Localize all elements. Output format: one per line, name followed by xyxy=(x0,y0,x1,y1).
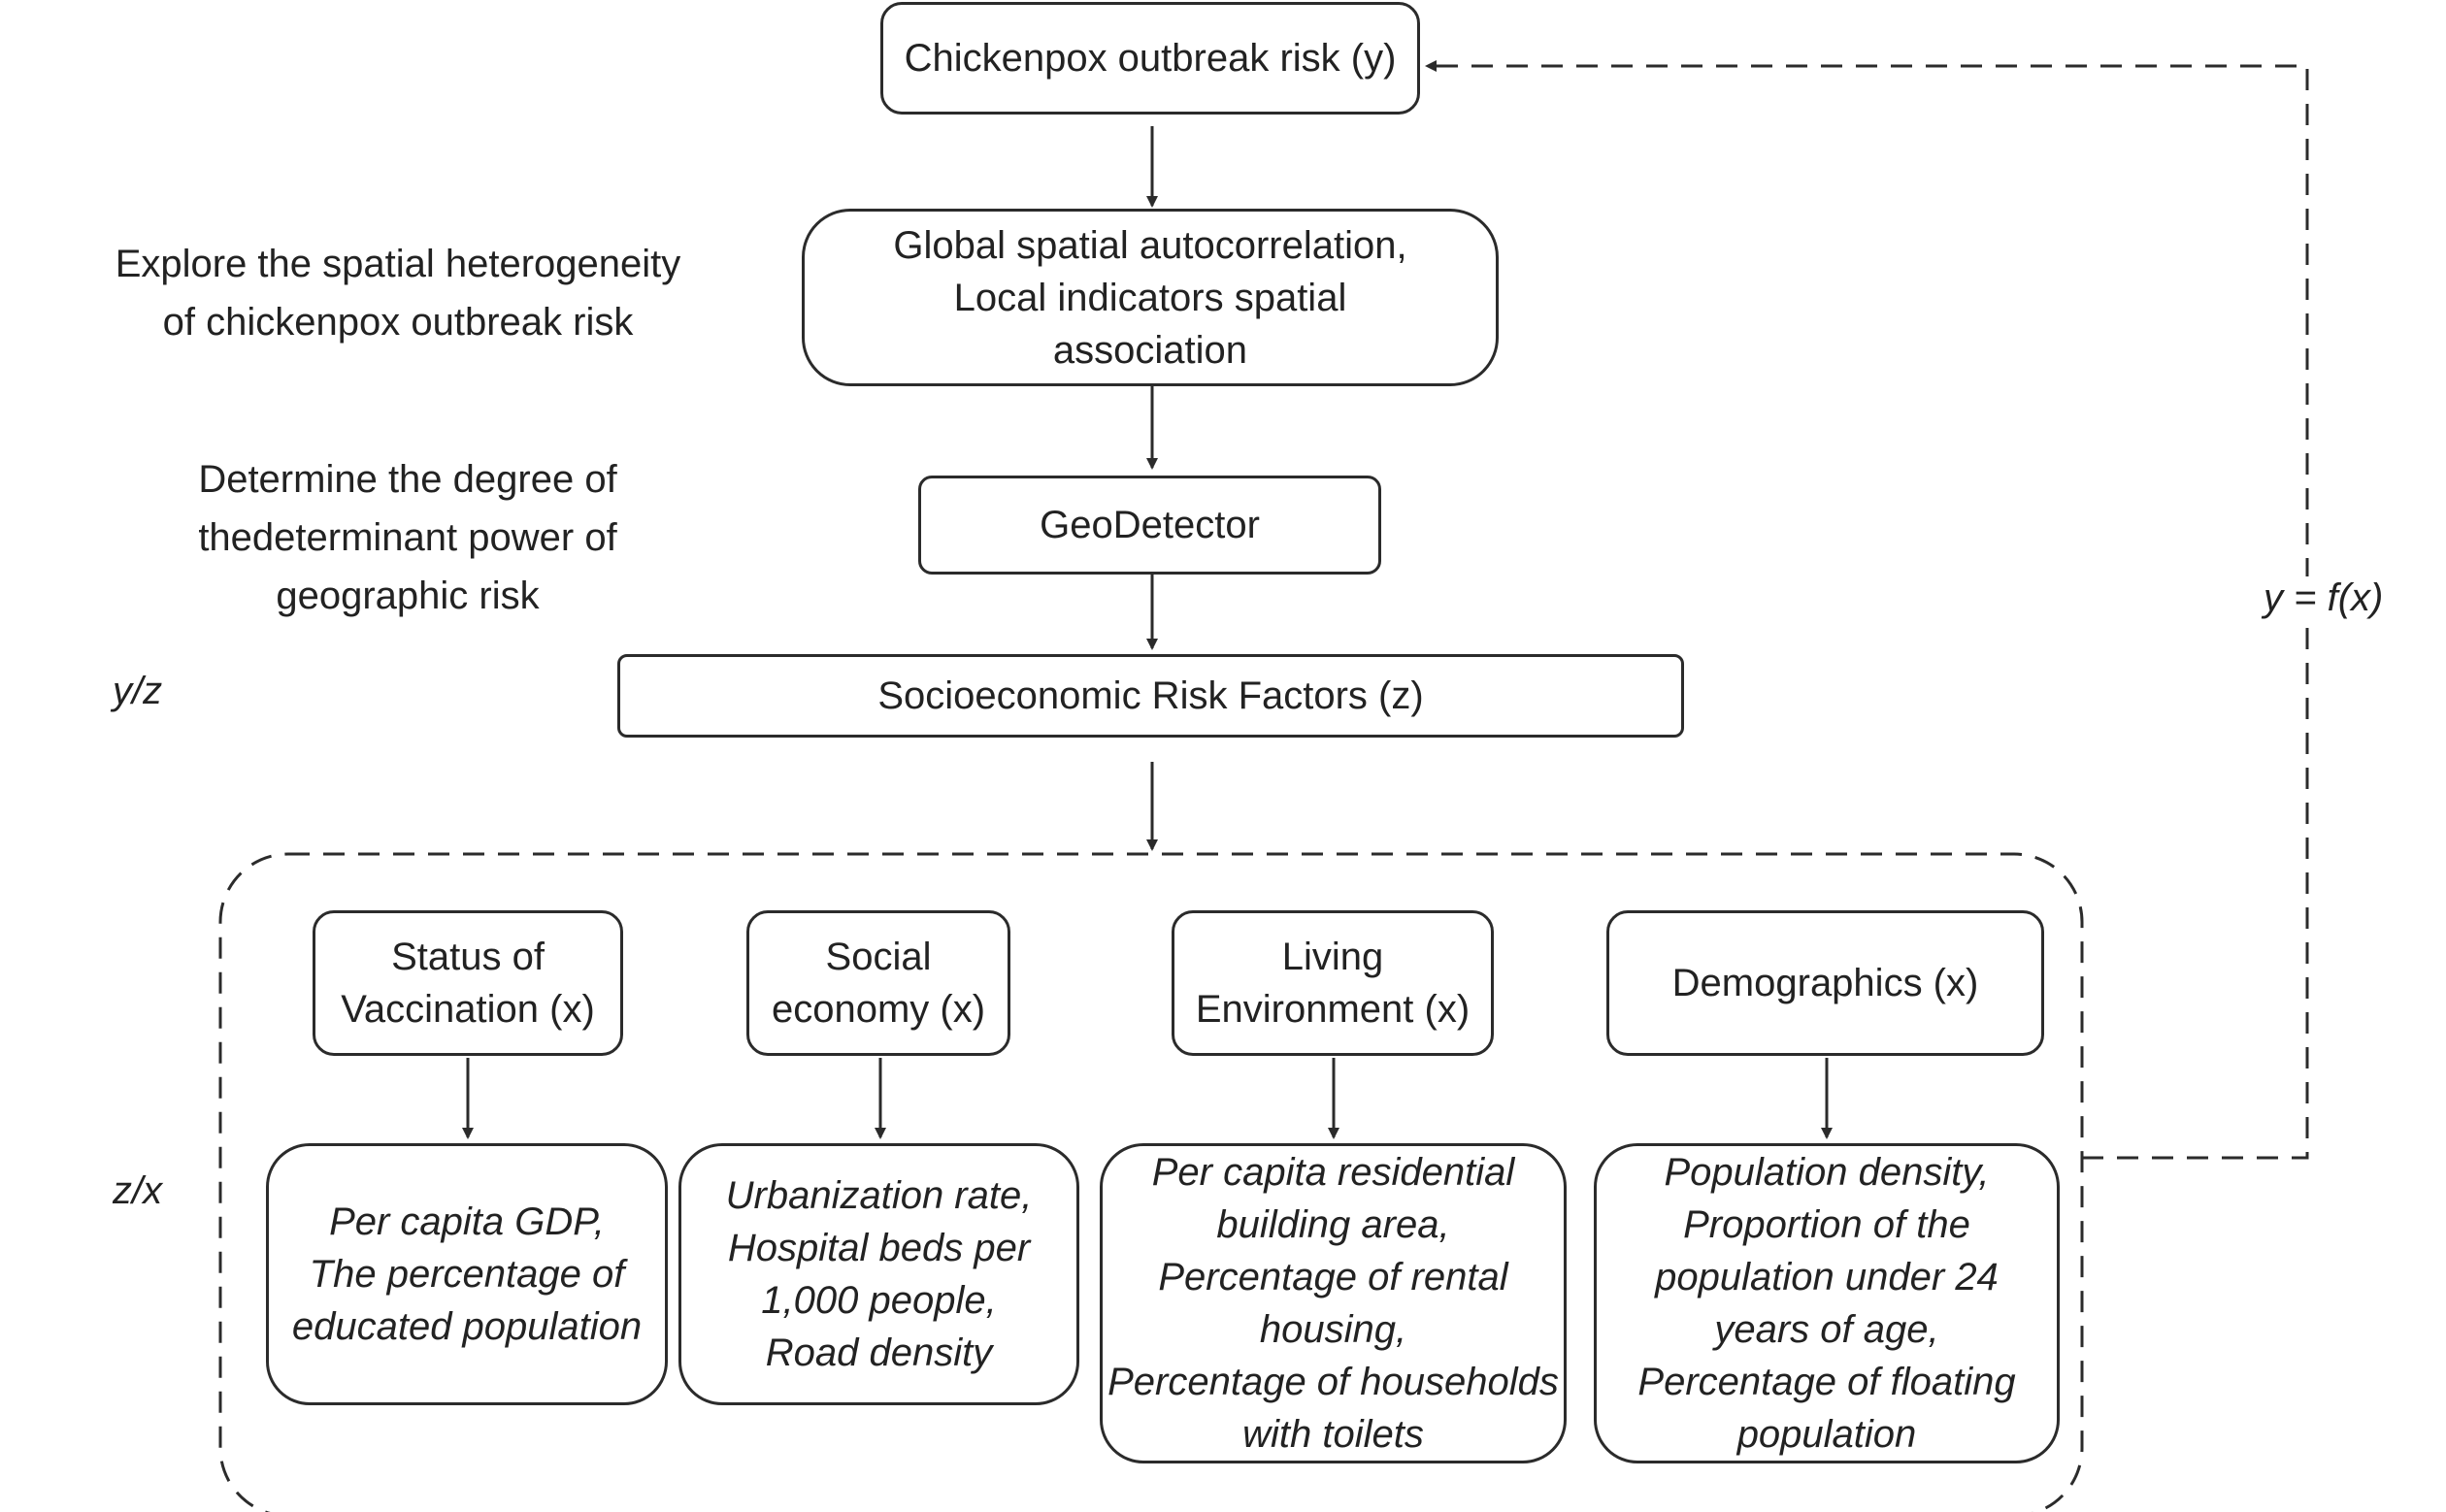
geodetector-node: GeoDetector xyxy=(918,476,1381,575)
outbreak-risk-node: Chickenpox outbreak risk (y) xyxy=(880,2,1420,115)
vaccination-details-node: Per capita GDP, The percentage of educat… xyxy=(266,1143,668,1405)
risk-factors-node: Socioeconomic Risk Factors (z) xyxy=(617,654,1684,738)
explore-label: Explore the spatial heterogeneity of chi… xyxy=(115,243,681,344)
demographics-details-node: Population density, Proportion of the po… xyxy=(1594,1143,2060,1463)
determine-label: Determine the degree of thedeterminant p… xyxy=(198,458,617,617)
social-economy-category-node: Social economy (x) xyxy=(746,910,1010,1056)
social-economy-details-node: Urbanization rate, Hospital beds per 1,0… xyxy=(678,1143,1079,1405)
demographics-category-node: Demographics (x) xyxy=(1606,910,2044,1056)
factor-group-container xyxy=(218,852,2084,1512)
function-label: y = f(x) xyxy=(2258,576,2390,620)
vaccination-category-node: Status of Vaccination (x) xyxy=(313,910,623,1056)
z-over-x-label: z/x xyxy=(113,1169,163,1212)
living-environment-category-node: Living Environment (x) xyxy=(1172,910,1494,1056)
living-environment-details-node: Per capita residential building area, Pe… xyxy=(1100,1143,1567,1463)
y-over-z-label: y/z xyxy=(113,670,163,712)
spatial-autocorrelation-node: Global spatial autocorrelation, Local in… xyxy=(802,209,1499,386)
